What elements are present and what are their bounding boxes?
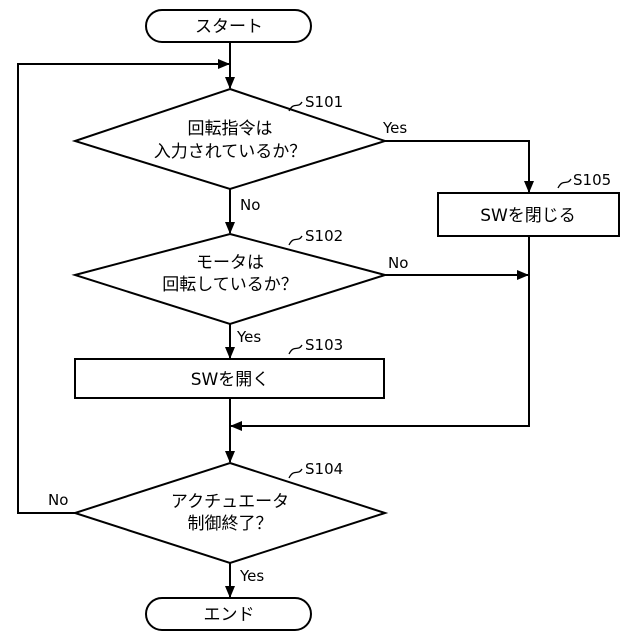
start-terminal: スタート xyxy=(146,10,311,42)
decision-s104-line-2: 制御終了？ xyxy=(188,514,273,534)
decision-s102-line-2: 回転しているか？ xyxy=(162,275,298,295)
process-s105: SWを閉じる xyxy=(438,193,619,236)
decision-s102-line-1: モータは xyxy=(196,253,264,273)
step-label-s101: S101 xyxy=(289,93,343,111)
s101-yes-label: Yes xyxy=(382,119,407,137)
s104-no-label: No xyxy=(48,491,68,509)
step-id-s101: S101 xyxy=(305,93,343,111)
process-s103-label: SWを開く xyxy=(191,370,270,390)
step-id-s105: S105 xyxy=(573,171,611,189)
step-label-s105: S105 xyxy=(558,171,611,189)
step-id-s104: S104 xyxy=(305,460,343,478)
decision-s102: モータは 回転しているか？ xyxy=(75,234,385,324)
end-terminal: エンド xyxy=(146,598,311,630)
step-id-s103: S103 xyxy=(305,336,343,354)
decision-s104: アクチュエータ 制御終了？ xyxy=(75,463,385,563)
step-label-s104: S104 xyxy=(289,460,343,478)
step-id-s102: S102 xyxy=(305,227,343,245)
s104-yes-label: Yes xyxy=(239,567,264,585)
step-label-s102: S102 xyxy=(289,227,343,245)
s101-no-label: No xyxy=(240,196,260,214)
s102-no-label: No xyxy=(388,254,408,272)
process-s105-label: SWを閉じる xyxy=(480,206,576,226)
decision-s101-line-2: 入力されているか？ xyxy=(154,142,307,162)
process-s103: SWを開く xyxy=(75,359,384,398)
decision-s101-line-1: 回転指令は xyxy=(188,119,273,139)
end-label: エンド xyxy=(204,605,255,625)
step-label-s103: S103 xyxy=(289,336,343,354)
decision-s104-line-1: アクチュエータ xyxy=(171,492,289,512)
s102-yes-label: Yes xyxy=(236,328,261,346)
start-label: スタート xyxy=(195,17,263,37)
connector-s101-yes-to-s105 xyxy=(385,141,529,192)
